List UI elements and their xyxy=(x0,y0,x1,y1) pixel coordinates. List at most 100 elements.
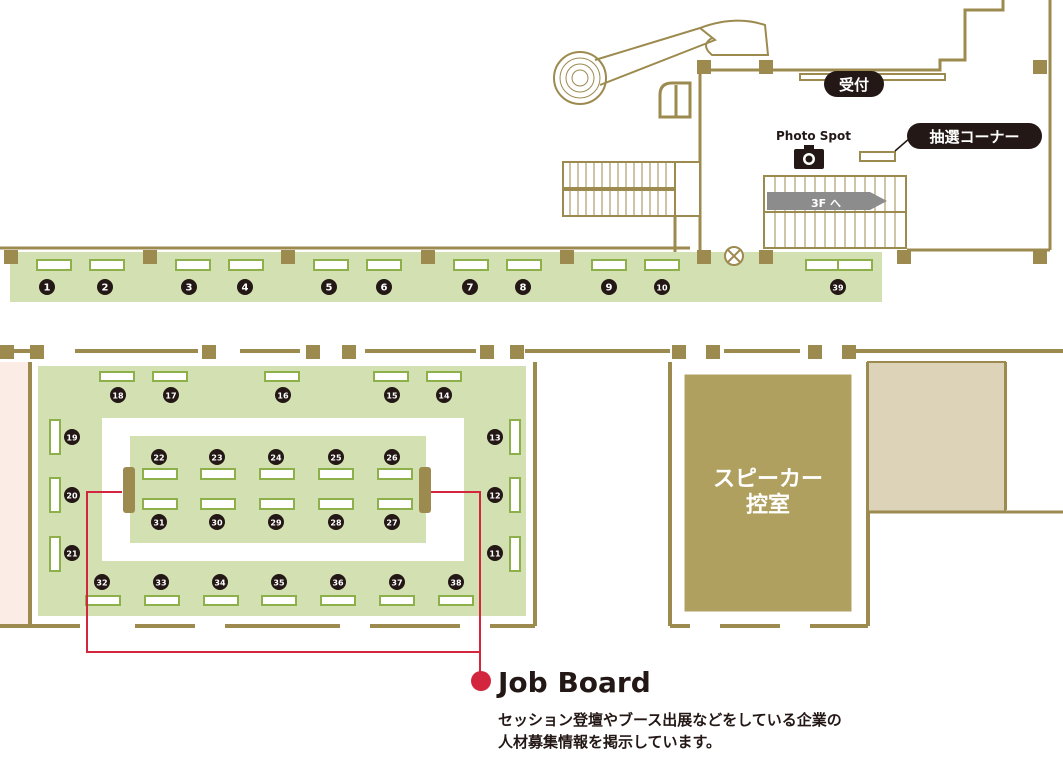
pillars-top xyxy=(4,60,1047,264)
booth-badge xyxy=(212,574,228,590)
speaker-room xyxy=(681,371,855,615)
booth-number[interactable]: 7 xyxy=(467,283,474,294)
booth-number[interactable]: 15 xyxy=(386,392,398,401)
booth-badge xyxy=(384,449,400,465)
booth-number[interactable]: 24 xyxy=(270,454,282,463)
speaker-room-line2: 控室 xyxy=(745,493,790,518)
stairs-3f-label[interactable]: 3F へ xyxy=(811,197,841,210)
exit-icon xyxy=(724,246,744,266)
stairs-left xyxy=(562,161,701,217)
booth-badge xyxy=(268,449,284,465)
booth-badge xyxy=(209,514,225,530)
lottery-label: 抽選コーナー xyxy=(929,127,1020,146)
booth-number[interactable]: 14 xyxy=(438,392,450,401)
storage-room xyxy=(867,361,1006,513)
job-board-left xyxy=(123,467,135,513)
booth-number[interactable]: 4 xyxy=(242,283,249,294)
booth-badge xyxy=(151,449,167,465)
booth-number[interactable]: 16 xyxy=(277,392,289,401)
booth-badge xyxy=(94,574,110,590)
booth-number[interactable]: 25 xyxy=(330,454,342,463)
booth-number[interactable]: 2 xyxy=(102,283,109,294)
booth-badge xyxy=(448,574,464,590)
booth-badge xyxy=(654,279,670,295)
booth-badge xyxy=(97,279,113,295)
booth-number[interactable]: 21 xyxy=(66,550,78,559)
stairs-right-lines xyxy=(774,176,896,248)
booth-badge xyxy=(275,387,291,403)
arrow-3f-icon[interactable] xyxy=(767,192,887,210)
booth-number[interactable]: 19 xyxy=(66,434,78,443)
reception-badge: 受付 xyxy=(824,71,884,97)
booth-number[interactable]: 38 xyxy=(450,579,462,588)
booth-badge xyxy=(209,449,225,465)
booth-number[interactable]: 32 xyxy=(96,579,107,588)
reception-label: 受付 xyxy=(838,75,869,94)
booth-number[interactable]: 3 xyxy=(186,283,193,294)
speaker-room-label: スピーカー 控室 xyxy=(685,375,851,611)
booth-badge xyxy=(462,279,478,295)
booth-number[interactable]: 8 xyxy=(520,283,527,294)
booth-badge xyxy=(163,387,179,403)
booth-number[interactable]: 35 xyxy=(273,579,285,588)
red-dot-icon xyxy=(471,671,491,691)
booth-badge xyxy=(328,514,344,530)
booth-number[interactable]: 12 xyxy=(489,492,500,501)
booth-number[interactable]: 23 xyxy=(211,454,222,463)
hall-desks xyxy=(49,371,521,606)
booth-badge xyxy=(376,279,392,295)
booth-badge xyxy=(271,574,287,590)
booth-number[interactable]: 39 xyxy=(832,284,844,293)
booth-number[interactable]: 11 xyxy=(489,550,501,559)
booth-badge xyxy=(64,487,80,503)
photo-spot-label: Photo Spot xyxy=(776,129,851,143)
pillars-hall xyxy=(0,345,856,359)
booth-number[interactable]: 9 xyxy=(606,283,613,294)
booth-badge xyxy=(515,279,531,295)
booth-number[interactable]: 27 xyxy=(386,519,397,528)
booth-number[interactable]: 1 xyxy=(44,283,51,294)
lottery-badge: 抽選コーナー xyxy=(907,123,1042,149)
booth-number[interactable]: 30 xyxy=(211,519,223,528)
adjacent-room xyxy=(0,362,28,626)
booth-badge xyxy=(330,574,346,590)
booth-number[interactable]: 5 xyxy=(326,283,333,294)
booth-number[interactable]: 18 xyxy=(112,392,124,401)
booth-number[interactable]: 26 xyxy=(386,454,398,463)
booth-number[interactable]: 34 xyxy=(214,579,226,588)
booth-badge xyxy=(64,545,80,561)
booth-number[interactable]: 29 xyxy=(270,519,282,528)
booth-badge xyxy=(110,387,126,403)
booth-number[interactable]: 37 xyxy=(391,579,402,588)
booth-number[interactable]: 33 xyxy=(155,579,166,588)
stairs-lines xyxy=(569,162,667,216)
booth-badge xyxy=(487,429,503,445)
booth-number[interactable]: 28 xyxy=(330,519,342,528)
booth-badge xyxy=(436,387,452,403)
job-board-title: Job Board xyxy=(498,666,651,699)
booth-badge xyxy=(830,279,846,295)
booth-number[interactable]: 36 xyxy=(332,579,344,588)
booth-badge xyxy=(151,514,167,530)
booth-number[interactable]: 22 xyxy=(153,454,164,463)
booth-badge xyxy=(389,574,405,590)
booth-number[interactable]: 10 xyxy=(656,284,668,293)
job-board-description: セッション登壇やブース出展などをしている企業の 人材募集情報を掲示しています。 xyxy=(498,711,842,751)
speaker-room-line1: スピーカー xyxy=(712,466,823,492)
booth-badge xyxy=(384,514,400,530)
booth-badge xyxy=(328,449,344,465)
booth-number[interactable]: 31 xyxy=(153,519,165,528)
booth-badge xyxy=(321,279,337,295)
corridor-floor xyxy=(10,252,882,302)
booth-number[interactable]: 13 xyxy=(489,434,500,443)
booth-number[interactable]: 20 xyxy=(66,492,78,501)
booth-number[interactable]: 17 xyxy=(165,392,176,401)
booth-badge xyxy=(237,279,253,295)
corridor-desks xyxy=(36,259,873,271)
booth-badge xyxy=(268,514,284,530)
booth-badge xyxy=(39,279,55,295)
booth-number[interactable]: 6 xyxy=(381,283,388,294)
spiral-ramp xyxy=(553,19,770,119)
